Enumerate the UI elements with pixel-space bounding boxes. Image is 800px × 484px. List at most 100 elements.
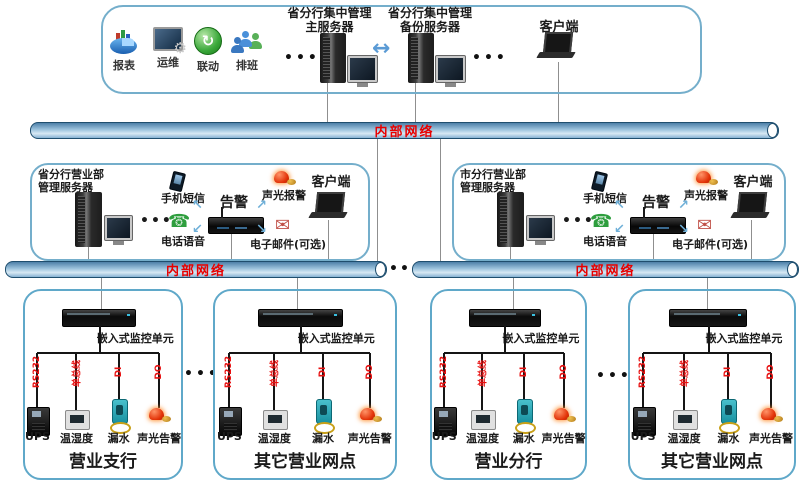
server-tower-icon [75,192,102,247]
pipe-cap [375,262,386,277]
network-bar-left-label: 内部网络 [165,264,226,279]
phone-icon: ☎ [168,211,191,232]
wire [228,353,231,407]
water-leak-icon [316,399,332,424]
network-bar-left: 内部网络 [5,261,387,279]
wire [158,353,161,408]
ups-icon [27,407,51,436]
sound-light-alarm-icon [552,405,576,423]
tool-report: 报表 [104,27,144,73]
sensor-alarm-label: 声光告警 [541,432,586,445]
bus-label-di: DI [318,366,328,378]
sync-arrow-icon: ↔ [372,36,391,61]
connector-main-server [327,76,328,123]
wire [322,353,324,401]
email-label: 电子邮件(可选) [249,238,327,251]
main-server-tower-icon [320,33,346,83]
wire-bus [444,352,564,354]
water-leak-icon [721,399,738,424]
sensor-alarm-label: 声光告警 [749,432,794,445]
arrow-up-right-icon: ↗ [678,198,689,213]
arrow-up-right-icon: ↗ [256,198,267,213]
bus-label-do: DO [154,364,165,380]
bus-label-onewire: 单总线 [72,360,83,388]
wire [98,325,101,353]
temp-humidity-icon [673,410,699,430]
arrow-down-left-icon: ↙ [614,222,625,237]
provincial-server-label: 省分行营业部 管理服务器 [38,168,104,194]
client-label: 客户端 [311,175,351,190]
connector-prov-alarm [231,229,232,262]
voice-label: 电话语音 [161,235,205,248]
people-icon [229,27,265,54]
water-leak-icon [516,399,533,424]
ellipsis: ••• [140,213,173,229]
sms-label: 手机短信 [161,192,205,205]
wire [75,353,78,410]
sound-light-alarm-icon [694,168,718,186]
sound-light-alarm-icon [759,405,784,423]
wire [727,353,730,401]
ellipsis: •• [389,261,411,277]
mail-icon: ✉ [697,215,713,236]
phone-icon: ☎ [590,211,613,232]
mail-icon: ✉ [275,215,291,236]
sensor-leak-label: 漏水 [717,432,740,445]
connector-prov-server [88,243,89,262]
wire [522,353,525,401]
laptop-icon [536,32,576,60]
sound-light-alarm-icon [272,168,296,186]
ellipsis: ••• [596,368,632,384]
email-label: 电子邮件(可选) [671,238,749,251]
sensor-alarm-label: 声光告警 [347,432,392,445]
temp-humidity-icon [65,410,91,430]
arrow-down-right-icon: ↘ [678,222,689,237]
wire-bus [37,352,160,354]
laptop-icon [308,192,348,220]
backup-server-monitor-icon [435,55,466,87]
network-bar-right-label: 内部网络 [575,264,636,279]
headquarters-box [101,5,702,94]
bus-label-do: DO [558,364,569,380]
sensor-th-label: 温湿度 [667,432,701,445]
sound-light-label: 声光报警 [262,189,306,202]
tool-schedule-label: 排班 [236,59,258,72]
water-leak-icon [111,399,128,424]
embedded-unit-label: 嵌入式监控单元 [705,332,783,345]
tool-schedule: 排班 [227,27,267,73]
main-server-label: 省分行集中管理 主服务器 [287,6,372,34]
provincial-dept-box: 省分行营业部 管理服务器 ••• 手机短信 ☎ 电话语音 告警 ↖ ↙ ↗ ↘ … [30,163,370,261]
sound-light-alarm-icon [358,405,382,423]
ellipsis: ••• [184,366,220,382]
connector-group4 [707,276,708,311]
wire [36,353,39,407]
connector-backup-server [415,76,416,123]
wire [443,353,446,407]
voice-label: 电话语音 [583,235,627,248]
backup-server-tower-icon [408,33,434,83]
city-server-label: 市分行营业部 管理服务器 [460,168,526,194]
group-other-outlets-2: 嵌入式监控单元 RS232 单总线 DI DO UPS 温湿度 漏水 声光告警 … [628,289,796,480]
leak-cable-icon [109,422,131,434]
bus-label-onewire: 单总线 [270,360,281,388]
wire [300,325,303,353]
bus-label-di: DI [518,366,529,378]
sensor-leak-label: 漏水 [107,432,130,445]
bus-label-rs232: RS232 [638,355,649,389]
bus-label-rs232: RS232 [32,355,43,389]
connector-group1 [101,276,102,309]
wire [642,353,645,407]
tool-linkage: ↻ 联动 [188,27,228,74]
wire [481,353,484,410]
arrow-up-left-icon: ↖ [614,198,625,213]
server-tower-icon [497,192,524,247]
wire [504,325,507,353]
sensor-leak-label: 漏水 [312,432,334,445]
tool-ops-label: 运维 [157,56,179,69]
group-branch-sub: 嵌入式监控单元 RS232 单总线 DI DO UPS 温湿度 漏水 声光告警 … [23,289,183,480]
wire [707,325,710,353]
group-title: 营业分行 [474,452,543,472]
temp-humidity-icon [263,410,289,430]
connector-city-server [510,243,511,262]
laptop-icon [730,192,770,220]
